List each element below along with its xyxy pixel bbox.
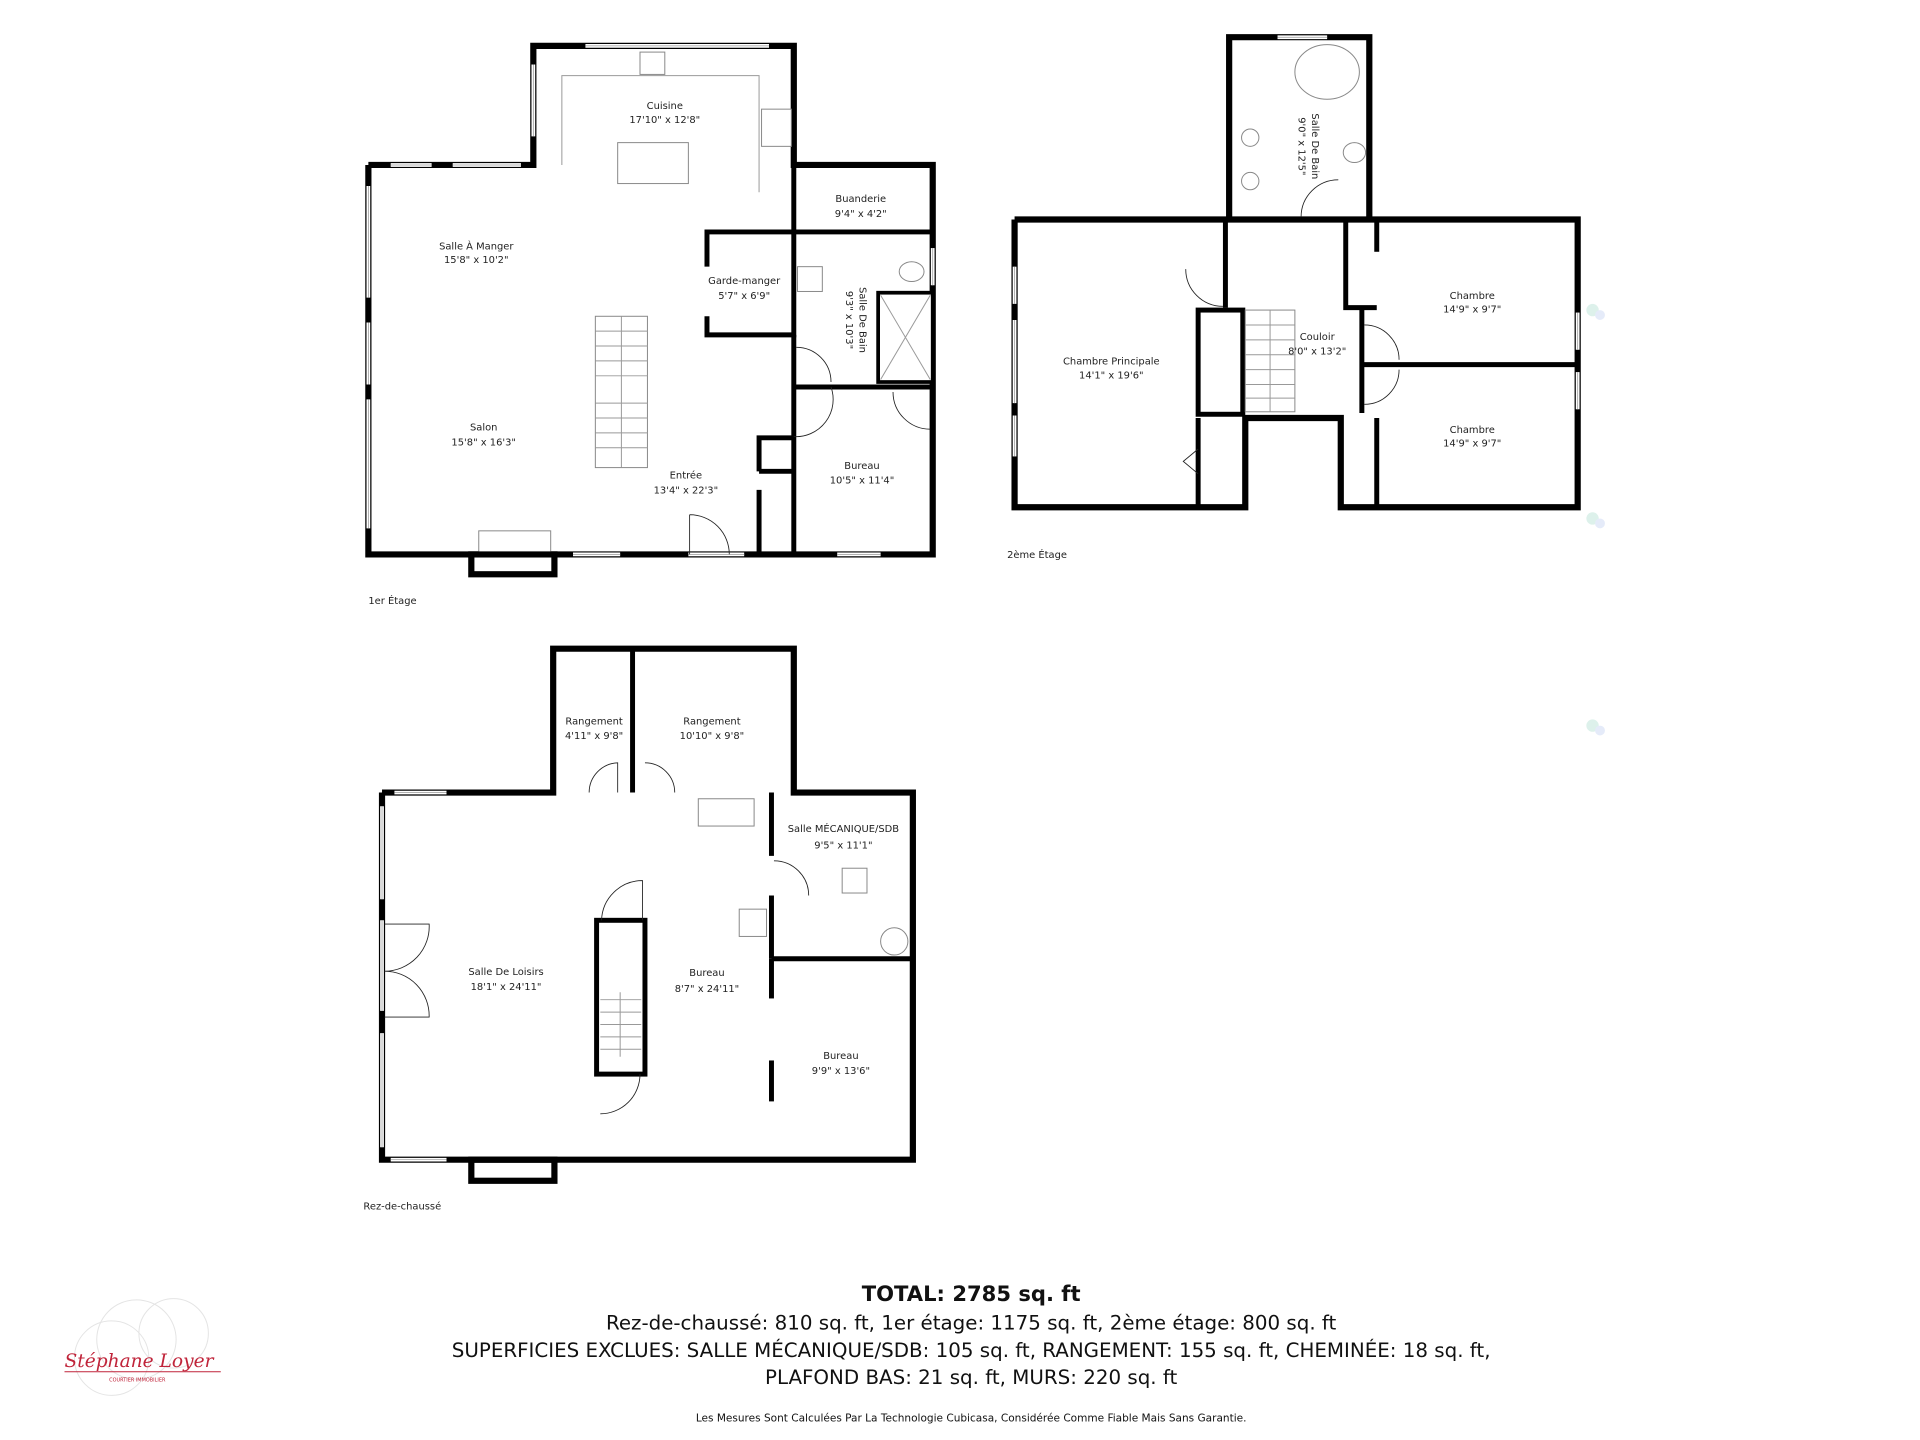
room-name-salon: Salon bbox=[470, 422, 497, 433]
room-dims-salle-mecanique: 9'5" x 11'1" bbox=[814, 840, 872, 851]
room-name-buanderie: Buanderie bbox=[835, 194, 886, 205]
room-dims-entree: 13'4" x 22'3" bbox=[654, 486, 719, 497]
room-dims-couloir: 8'0" x 13'2" bbox=[1288, 347, 1346, 358]
room-dims-bureau: 8'7" x 24'11" bbox=[675, 984, 740, 995]
room-dims-chambre: 14'9" x 9'7" bbox=[1443, 439, 1501, 450]
toilet bbox=[1342, 142, 1367, 163]
excluded-areas-line-1: SUPERFICIES EXCLUES: SALLE MÉCANIQUE/SDB… bbox=[452, 1339, 1491, 1362]
room-dims-garde-manger: 5'7" x 6'9" bbox=[718, 291, 770, 302]
room-name-salle-de-loisirs: Salle De Loisirs bbox=[468, 967, 543, 978]
appliance bbox=[841, 867, 868, 894]
logo-signature: Stéphane Loyer bbox=[64, 1351, 214, 1372]
room-name-rangement: Rangement bbox=[565, 716, 622, 727]
room-name-cuisine: Cuisine bbox=[647, 101, 683, 112]
room-dims-cuisine: 17'10" x 12'8" bbox=[629, 115, 700, 126]
room-name-salle-mecanique: Salle MÉCANIQUE/SDB bbox=[788, 822, 899, 835]
room-name-couloir: Couloir bbox=[1300, 332, 1336, 343]
room-dims-salle-de-loisirs: 18'1" x 24'11" bbox=[471, 982, 542, 993]
total-area: TOTAL: 2785 sq. ft bbox=[862, 1281, 1081, 1306]
room-dims-salle-de-bain: 9'0" x 12'5" bbox=[1296, 117, 1307, 175]
appliance bbox=[738, 908, 768, 937]
bathtub bbox=[1294, 44, 1360, 100]
room-dims-salle-a-manger: 15'8" x 10'2" bbox=[444, 255, 509, 266]
stove bbox=[761, 108, 792, 147]
first-floor-labels: Cuisine 17'10" x 12'8" Salle À Manger 15… bbox=[368, 101, 894, 607]
room-name-bureau: Bureau bbox=[823, 1051, 858, 1062]
room-dims-bureau: 9'9" x 13'6" bbox=[812, 1066, 870, 1077]
floor-label-first: 1er Étage bbox=[368, 594, 416, 607]
floor-areas: Rez-de-chaussé: 810 sq. ft, 1er étage: 1… bbox=[606, 1312, 1337, 1335]
kitchen-sink bbox=[639, 51, 666, 75]
bathroom-sink bbox=[797, 266, 823, 292]
toilet bbox=[898, 261, 925, 283]
room-name-garde-manger: Garde-manger bbox=[708, 276, 781, 287]
ground-floor-labels: Rangement 4'11" x 9'8" Rangement 10'10" … bbox=[363, 716, 899, 1212]
second-floor-labels: Salle De Bain 9'0" x 12'5" Chambre Princ… bbox=[1007, 113, 1501, 561]
ground-floor-plan bbox=[378, 645, 916, 1184]
excluded-areas-line-2: PLAFOND BAS: 21 sq. ft, MURS: 220 sq. ft bbox=[765, 1366, 1178, 1389]
appliance bbox=[697, 798, 755, 827]
room-dims-salle-de-bain: 9'3" x 10'3" bbox=[843, 291, 854, 349]
room-name-salle-a-manger: Salle À Manger bbox=[439, 239, 514, 252]
floor-label-ground: Rez-de-chaussé bbox=[363, 1200, 441, 1212]
room-name-chambre: Chambre bbox=[1450, 425, 1495, 436]
water-heater bbox=[880, 927, 909, 956]
disclaimer: Les Mesures Sont Calculées Par La Techno… bbox=[696, 1412, 1247, 1424]
room-name-chambre: Chambre bbox=[1450, 291, 1495, 302]
room-dims-buanderie: 9'4" x 4'2" bbox=[835, 209, 887, 220]
room-dims-chambre: 14'9" x 9'7" bbox=[1443, 305, 1501, 316]
room-name-salle-de-bain: Salle De Bain bbox=[857, 287, 868, 353]
fireplace-hearth bbox=[478, 530, 552, 555]
sink bbox=[1241, 128, 1260, 147]
chimney bbox=[468, 1156, 558, 1184]
room-dims-rangement: 10'10" x 9'8" bbox=[680, 731, 745, 742]
watermark-icon bbox=[1586, 303, 1605, 736]
room-name-chambre-principale: Chambre Principale bbox=[1063, 357, 1160, 368]
first-floor-plan bbox=[365, 42, 936, 578]
area-summary: TOTAL: 2785 sq. ft Rez-de-chaussé: 810 s… bbox=[452, 1281, 1491, 1424]
room-name-bureau: Bureau bbox=[689, 968, 724, 979]
staircase bbox=[594, 917, 648, 1077]
sink bbox=[1241, 171, 1260, 191]
broker-logo: Stéphane Loyer COURTIER IMMOBILIER bbox=[64, 1298, 221, 1396]
kitchen-island bbox=[617, 142, 689, 185]
second-floor-plan bbox=[1011, 34, 1581, 511]
floor-label-second: 2ème Étage bbox=[1007, 548, 1067, 561]
room-dims-bureau: 10'5" x 11'4" bbox=[830, 476, 895, 487]
logo-subtitle: COURTIER IMMOBILIER bbox=[109, 1378, 166, 1384]
room-name-bureau: Bureau bbox=[844, 461, 879, 472]
room-dims-rangement: 4'11" x 9'8" bbox=[565, 731, 623, 742]
room-dims-chambre-principale: 14'1" x 19'6" bbox=[1079, 370, 1144, 381]
exterior-wall bbox=[378, 645, 916, 1163]
room-name-entree: Entrée bbox=[670, 470, 702, 482]
room-name-rangement: Rangement bbox=[683, 716, 740, 727]
room-dims-salon: 15'8" x 16'3" bbox=[451, 437, 516, 448]
room-name-salle-de-bain: Salle De Bain bbox=[1309, 113, 1320, 179]
